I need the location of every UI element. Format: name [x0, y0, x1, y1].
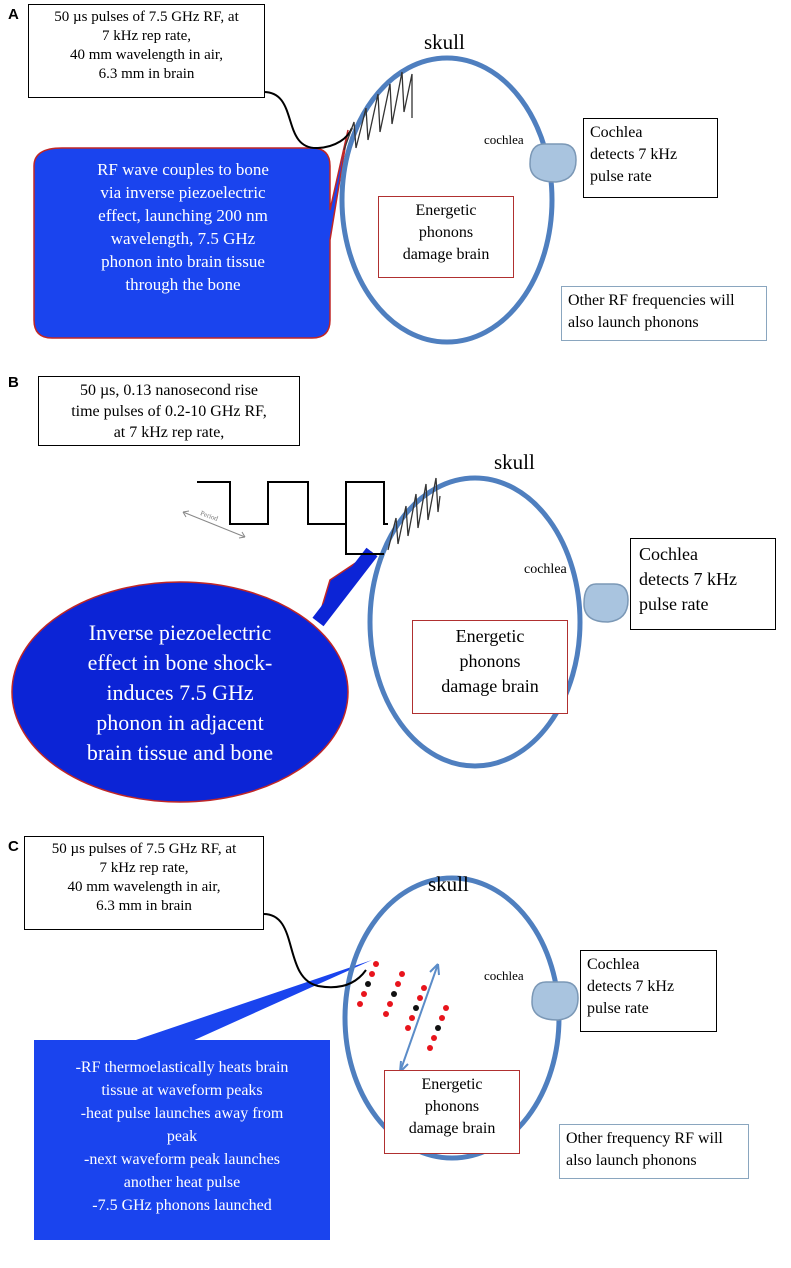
- cochlea-c: [531, 981, 579, 1021]
- callout-c-bubble: [34, 1040, 330, 1240]
- panel-b-graphics: [11, 475, 629, 803]
- square-pulse-tail: [345, 524, 384, 555]
- cochlea-label-c: cochlea: [484, 968, 524, 983]
- panel-letter-a: A: [8, 6, 19, 23]
- panel-c: C 50 µs pulses of 7.5 GHz RF, at 7 kHz r…: [0, 828, 791, 1268]
- peak-dot: [435, 1025, 441, 1031]
- peak-dot: [395, 981, 401, 987]
- peak-dot: [431, 1035, 437, 1041]
- skull-b: [367, 475, 583, 769]
- rf-info-box-a: 50 µs pulses of 7.5 GHz RF, at 7 kHz rep…: [28, 4, 265, 98]
- peak-dot: [357, 1001, 363, 1007]
- skull-label-c: skull: [428, 872, 469, 896]
- waveform-peaks: [357, 961, 449, 1051]
- skull-a: [339, 55, 555, 345]
- callout-c-tail: [130, 960, 372, 1042]
- other-rf-box-a: Other RF frequencies will also launch ph…: [561, 286, 767, 341]
- cochlea-a: [529, 143, 577, 183]
- rf-connector-c: [261, 912, 367, 989]
- callout-c-text: -RF thermoelastically heats brain tissue…: [75, 1059, 289, 1214]
- panel-a: A 50 µs pulses of 7.5 GHz RF, at 7 kHz r…: [0, 0, 791, 350]
- cochlea-label-a: cochlea: [484, 132, 524, 147]
- rf-info-box-b: 50 µs, 0.13 nanosecond rise time pulses …: [38, 376, 300, 446]
- rf-wave-b: [387, 477, 441, 551]
- panel-b: B 50 µs, 0.13 nanosecond rise time pulse…: [0, 372, 791, 804]
- peak-dot: [427, 1045, 433, 1051]
- cochlea-box-c: Cochlea detects 7 kHz pulse rate: [580, 950, 717, 1032]
- callout-a-text: RF wave couples to bone via inverse piez…: [97, 160, 269, 294]
- peak-dot: [365, 981, 371, 987]
- peak-dot: [443, 1005, 449, 1011]
- peak-dot: [409, 1015, 415, 1021]
- skull-label-a: skull: [424, 30, 465, 54]
- callout-b-text: Inverse piezoelectric effect in bone sho…: [86, 620, 274, 765]
- peak-dot: [413, 1005, 419, 1011]
- peak-dot: [383, 1011, 389, 1017]
- callout-a-bubble: [33, 129, 349, 339]
- peak-dot: [421, 985, 427, 991]
- peak-dot: [439, 1015, 445, 1021]
- cochlea-label-b: cochlea: [524, 562, 567, 577]
- peak-dot: [369, 971, 375, 977]
- peak-dot: [387, 1001, 393, 1007]
- cochlea-box-a: Cochlea detects 7 kHz pulse rate: [583, 118, 718, 198]
- peak-dot: [373, 961, 379, 967]
- square-pulse-train: [197, 481, 388, 525]
- rf-connector-a: [261, 90, 353, 150]
- rf-wave-a: [343, 71, 413, 151]
- cochlea-box-b: Cochlea detects 7 kHz pulse rate: [630, 538, 776, 630]
- rf-info-box-c: 50 µs pulses of 7.5 GHz RF, at 7 kHz rep…: [24, 836, 264, 930]
- peak-dot: [361, 991, 367, 997]
- period-arrow: [182, 511, 246, 538]
- cochlea-b: [583, 583, 629, 623]
- brain-damage-box-a: Energetic phonons damage brain: [378, 196, 514, 278]
- peak-dot: [399, 971, 405, 977]
- panel-a-graphics: [33, 55, 577, 345]
- panel-c-graphics: [34, 875, 579, 1240]
- phonon-arrow: [399, 963, 439, 1073]
- callout-b-oval: [11, 581, 349, 803]
- brain-damage-box-b: Energetic phonons damage brain: [412, 620, 568, 714]
- skull-label-b: skull: [494, 450, 535, 474]
- panel-letter-c: C: [8, 838, 19, 855]
- peak-dot: [405, 1025, 411, 1031]
- peak-dot: [391, 991, 397, 997]
- brain-damage-box-c: Energetic phonons damage brain: [384, 1070, 520, 1154]
- peak-dot: [417, 995, 423, 1001]
- other-rf-box-c: Other frequency RF will also launch phon…: [559, 1124, 749, 1179]
- panel-letter-b: B: [8, 374, 19, 391]
